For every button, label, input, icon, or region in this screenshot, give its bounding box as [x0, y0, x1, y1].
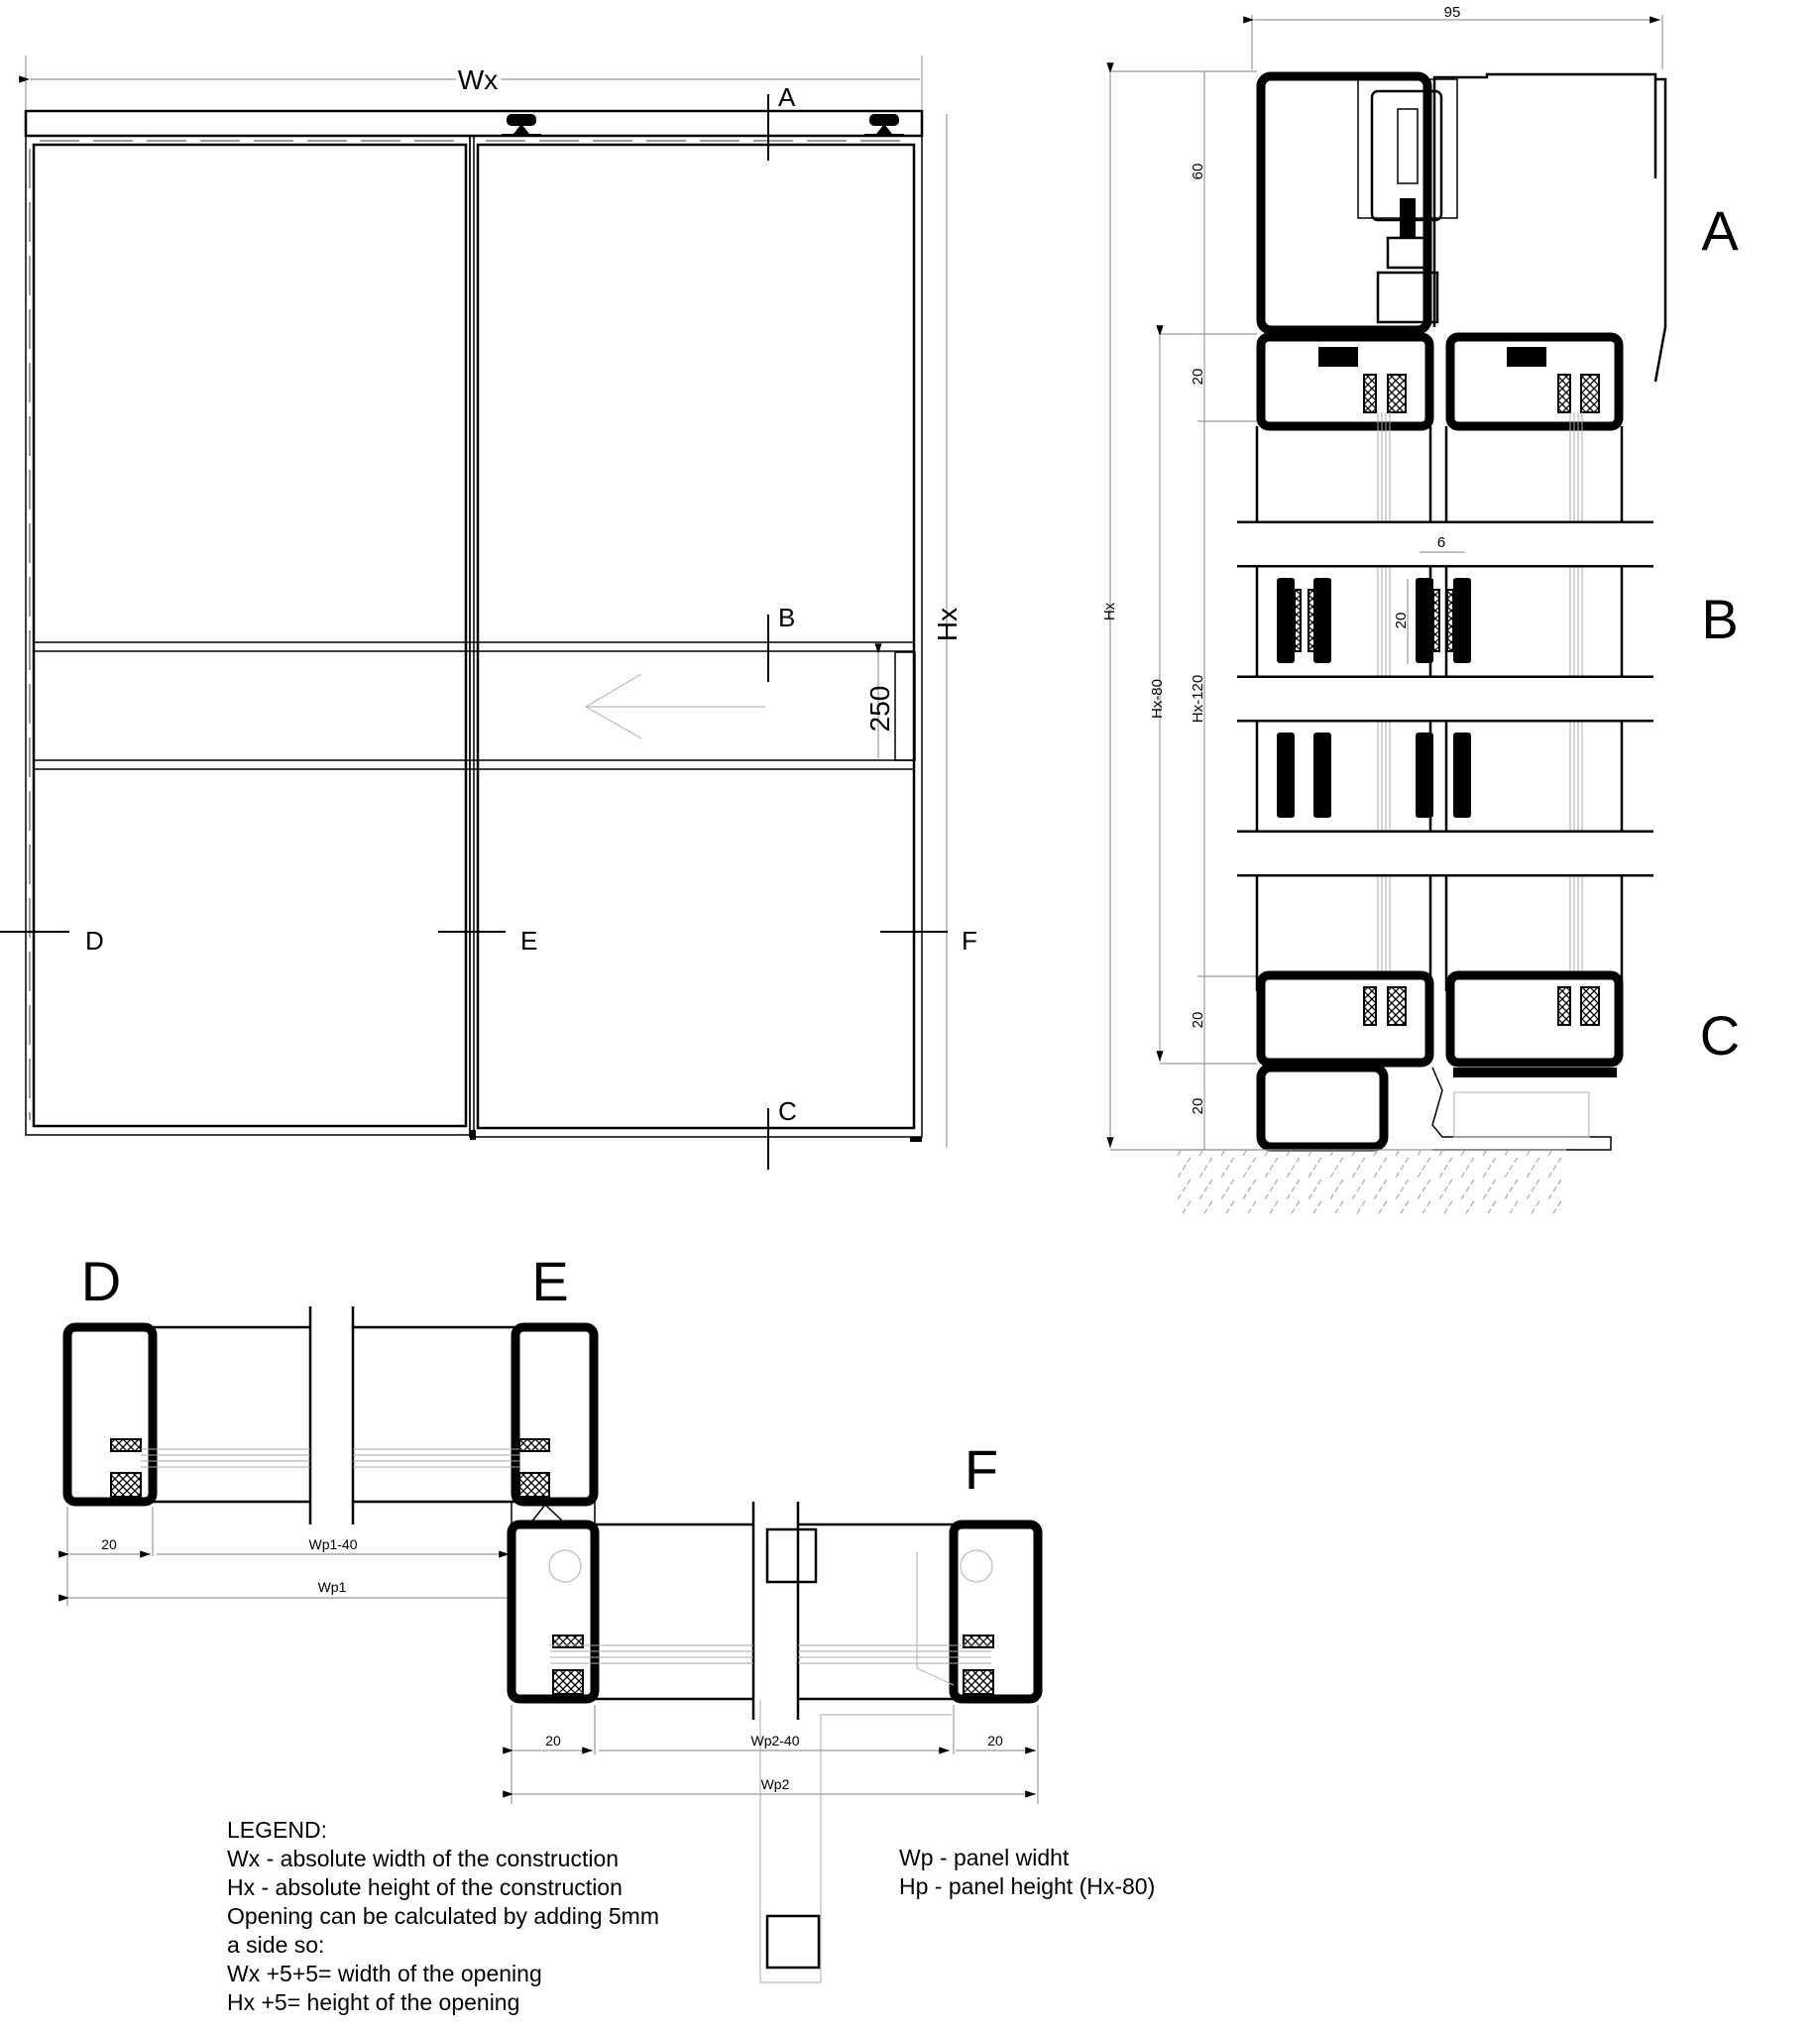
dim-20-top: 20 — [1190, 369, 1206, 386]
dim-20-bottom-track: 20 — [1190, 1098, 1206, 1115]
rail-height-label: 250 — [864, 686, 895, 733]
section-marker-e: E — [520, 926, 537, 956]
vertical-section-abc: 95 Hx Hx-80 60 20 Hx-120 20 20 — [1101, 4, 1740, 1215]
height-label-hx: Hx — [932, 608, 963, 641]
front-elevation: Wx 250 — [0, 56, 977, 1170]
handle-icon — [894, 651, 916, 761]
glazing-seal-icon — [1277, 578, 1471, 818]
legend-line: Hp - panel height (Hx-80) — [899, 1873, 1156, 1899]
panel-legend: Wp - panel widht Hp - panel height (Hx-8… — [899, 1844, 1155, 1901]
roller-icon — [864, 114, 904, 136]
dim-60: 60 — [1190, 164, 1206, 180]
legend-title: LEGEND: — [227, 1817, 327, 1843]
horizontal-section-de: D E 20 Wp1-40 20 Wp1 — [58, 1250, 599, 1606]
dim-hx-80: Hx-80 — [1149, 679, 1166, 719]
dim-20-f-right: 20 — [987, 1733, 1003, 1748]
legend-line: Hx - absolute height of the construction — [227, 1874, 623, 1900]
section-label-c: C — [1700, 1004, 1740, 1067]
section-label-e: E — [531, 1250, 568, 1312]
section-marker-b: B — [778, 603, 795, 632]
dim-wp2-40: Wp2-40 — [750, 1733, 799, 1748]
section-label-f: F — [965, 1438, 998, 1501]
legend-line: Wx - absolute width of the construction — [227, 1846, 620, 1871]
section-marker-d: D — [85, 926, 104, 956]
dim-hx-120: Hx-120 — [1190, 675, 1206, 723]
section-label-a: A — [1701, 199, 1739, 262]
dim-20-bottom-frame: 20 — [1190, 1012, 1206, 1029]
dim-wp1-40: Wp1-40 — [308, 1536, 357, 1552]
dim-wp1: Wp1 — [318, 1579, 347, 1595]
handle-bar-icon — [765, 1914, 821, 1970]
dim-6: 6 — [1437, 534, 1445, 551]
horizontal-section-f: F 20 Wp2-40 — [503, 1438, 1043, 1983]
section-label-b: B — [1701, 588, 1738, 650]
slide-direction-arrow-icon — [585, 673, 765, 739]
handle-bar-icon — [765, 1527, 818, 1584]
dim-wp2: Wp2 — [761, 1776, 790, 1792]
legend-line: Wp - panel widht — [899, 1845, 1070, 1870]
dim-hx: Hx — [1101, 602, 1118, 620]
dim-95: 95 — [1444, 4, 1461, 21]
trolley-icon — [1357, 78, 1458, 324]
section-marker-f: F — [962, 926, 977, 956]
section-marker-c: C — [778, 1096, 797, 1126]
legend-line: Opening can be calculated by adding 5mm — [227, 1903, 660, 1929]
section-label-d: D — [81, 1250, 121, 1312]
width-label-wx: Wx — [458, 64, 498, 95]
dim-20-seal: 20 — [1393, 613, 1410, 629]
legend-line: a side so: — [227, 1932, 325, 1958]
legend-line: Hx +5= height of the opening — [227, 1989, 520, 2015]
dim-20-f-left: 20 — [545, 1733, 561, 1748]
legend: LEGEND: Wx - absolute width of the const… — [227, 1816, 659, 2017]
section-marker-a: A — [778, 82, 796, 112]
dim-20-d: 20 — [101, 1536, 117, 1552]
roller-icon — [502, 114, 541, 136]
legend-line: Wx +5+5= width of the opening — [227, 1961, 542, 1986]
